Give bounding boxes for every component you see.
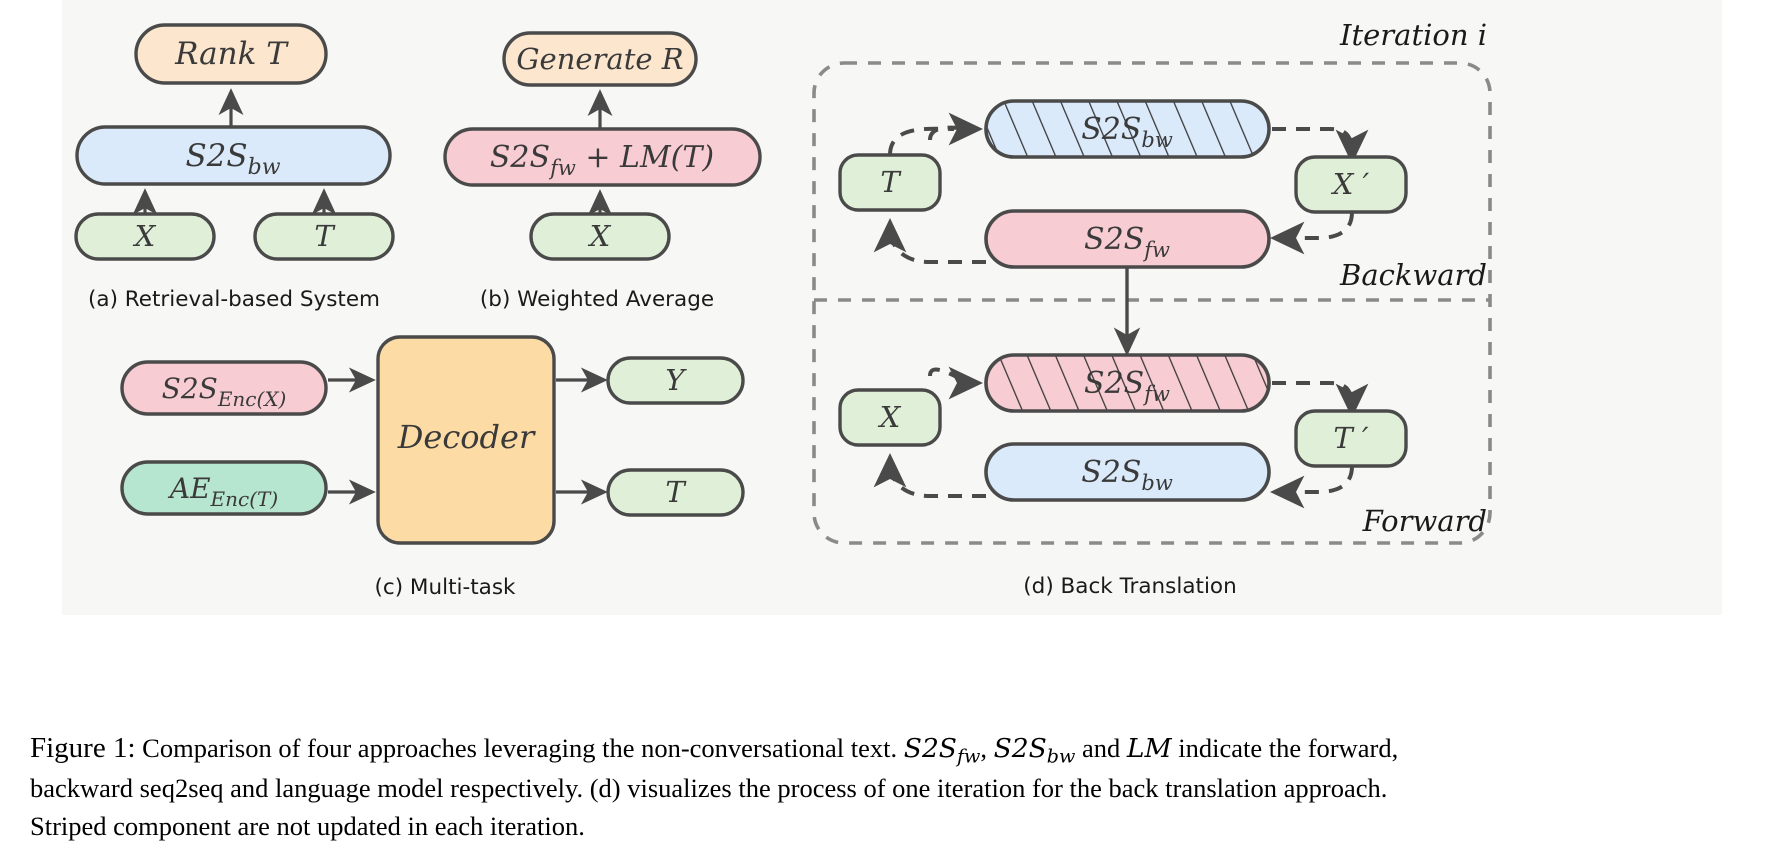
node-s2s-bw-a-label: S2Sbw: [185, 138, 280, 180]
node-fw-s2s-fw-striped: S2Sfw: [984, 353, 1271, 413]
edge-fwS2Sfw-to-tprime: [1272, 381, 1369, 419]
node-fw-s2s-bw-label2: S2Sbw: [1081, 455, 1173, 495]
node-s2s-enc-x: S2SEnc(X): [120, 360, 328, 416]
panel-d-caption: (d) Back Translation: [1023, 574, 1236, 599]
figure-caption-line1b: indicate the forward,: [1171, 733, 1399, 763]
figure-caption: Figure 1: Comparison of four approaches …: [30, 728, 1770, 846]
node-rank-t-label: Rank T: [174, 36, 289, 72]
node-fw-x: X: [838, 388, 942, 447]
node-bw-t: T: [838, 153, 942, 212]
panel-b: Generate R S2Sfw + LM(T) X (b) Weighted …: [443, 31, 762, 312]
node-input-x-b: X: [529, 212, 671, 261]
node-fw-x-label: X: [878, 400, 902, 434]
node-output-y-label: Y: [665, 363, 687, 397]
node-output-t-c: T: [606, 468, 745, 517]
node-fw-s2s-bw: S2Sbw: [984, 442, 1271, 502]
forward-label: Forward: [1362, 504, 1487, 538]
node-input-t-a: T: [253, 212, 395, 261]
figure-caption-line2: backward seq2seq and language model resp…: [30, 773, 1388, 804]
backward-label: Backward: [1339, 258, 1487, 292]
figure-caption-sep1: ,: [980, 733, 994, 763]
node-bw-s2s-bw-striped: S2Sbw: [984, 99, 1271, 159]
node-bw-s2s-bw-label: S2Sbw: [1081, 112, 1173, 152]
panel-a: Rank T S2Sbw X T (a) Retrieval-based Sys…: [74, 23, 395, 312]
node-ae-enc-t-label: AEEnc(T): [167, 472, 278, 511]
node-bw-x-prime: X ′: [1294, 155, 1408, 214]
node-fw-t-prime-label: T ′: [1333, 421, 1369, 455]
edge-bwT-to-bwS2Sbw-arrow: [928, 112, 983, 146]
node-input-x-a: X: [74, 212, 216, 261]
figure-caption-math-s2sfw: S2Sfw: [903, 733, 981, 768]
node-s2s-enc-x-label: S2SEnc(X): [162, 372, 287, 411]
figure-caption-math-lm: LM: [1126, 733, 1172, 764]
node-bw-s2s-fw: S2Sfw: [984, 209, 1271, 269]
node-input-x-a-label: X: [133, 219, 157, 253]
panel-c: S2SEnc(X) AEEnc(T) Decoder Y: [120, 335, 745, 600]
figure-caption-sep2: and: [1075, 733, 1127, 763]
node-fw-t-prime: T ′: [1294, 409, 1408, 468]
node-ae-enc-t: AEEnc(T): [120, 460, 328, 516]
node-output-y: Y: [606, 356, 745, 405]
node-bw-t-label: T: [880, 165, 902, 199]
figure-caption-line1a: Comparison of four approaches leveraging…: [135, 733, 904, 763]
node-s2s-fw-lm-label: S2Sfw + LM(T): [490, 140, 714, 180]
node-rank-t: Rank T: [134, 23, 328, 85]
figure-caption-line3: Striped component are not updated in eac…: [30, 811, 585, 842]
figure-canvas-background: [62, 0, 1722, 615]
edge-fwS2Sbw-to-fwX: [873, 453, 986, 498]
node-generate-r: Generate R: [502, 31, 698, 87]
figure-caption-math-s2sbw: S2Sbw: [993, 733, 1076, 768]
edge-fwX-to-fwS2Sfw: [928, 366, 983, 400]
node-decoder-label: Decoder: [397, 418, 536, 456]
node-fw-s2s-fw-label: S2Sfw: [1084, 366, 1170, 406]
panel-b-caption: (b) Weighted Average: [480, 287, 714, 312]
figure-diagram: Rank T S2Sbw X T (a) Retrieval-based Sys…: [74, 18, 1492, 600]
node-bw-x-prime-label: X ′: [1331, 167, 1370, 201]
panel-a-caption: (a) Retrieval-based System: [88, 287, 380, 312]
node-generate-r-label: Generate R: [516, 42, 683, 76]
node-bw-s2s-fw-label: S2Sfw: [1084, 222, 1170, 262]
iteration-boundary: [812, 61, 1492, 545]
edge-bwS2Sbw-to-xprime: [1272, 127, 1369, 165]
figure-caption-label: Figure 1:: [30, 732, 136, 764]
edge-bwT-to-bwS2Sbw: [888, 126, 955, 156]
node-s2s-bw-a: S2Sbw: [75, 125, 392, 186]
node-s2s-fw-lm: S2Sfw + LM(T): [443, 127, 762, 187]
iteration-label: Iteration i: [1339, 18, 1487, 52]
panel-c-caption: (c) Multi-task: [375, 575, 517, 600]
edge-bwS2Sfw-to-bwT: [873, 218, 986, 264]
node-output-t-c-label: T: [665, 475, 687, 509]
panel-d: Iteration i Backward Forward S2Sbw T: [812, 18, 1492, 599]
node-input-x-b-label: X: [588, 219, 612, 253]
edge-tprime-to-fwS2Sbw: [1269, 465, 1354, 509]
edge-xprime-to-bwS2Sfw: [1269, 211, 1354, 255]
node-input-t-a-label: T: [314, 219, 336, 253]
node-decoder: Decoder: [376, 335, 556, 545]
